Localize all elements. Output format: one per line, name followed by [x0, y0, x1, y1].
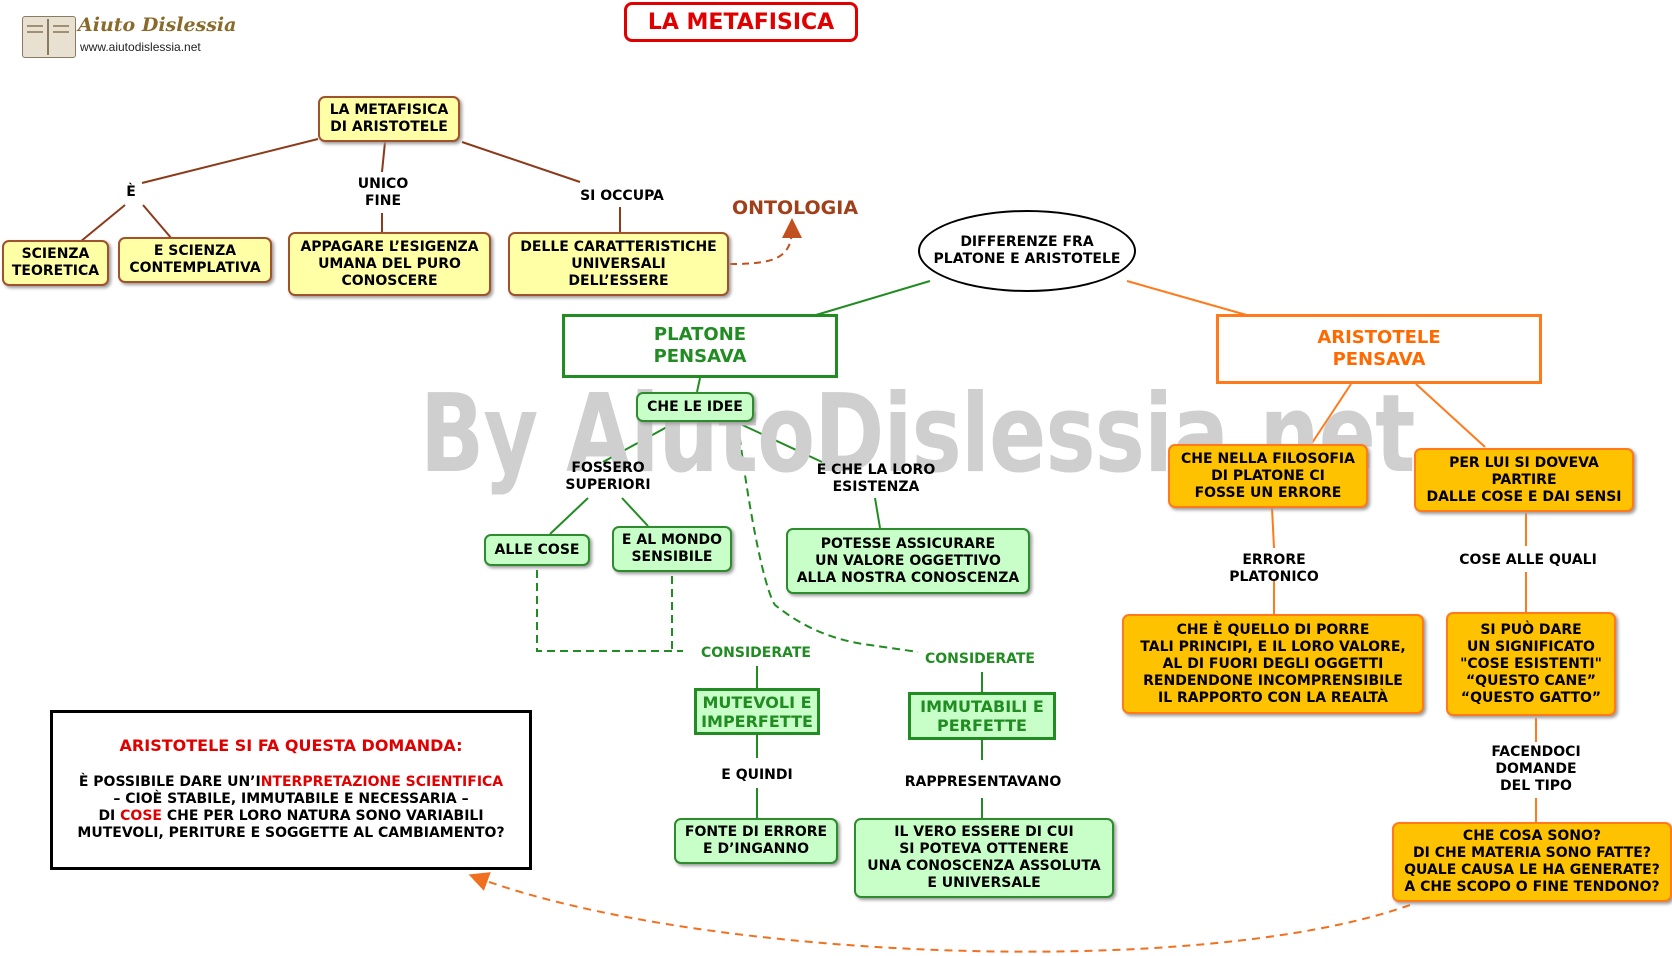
metafisica-aristotele-node: LA METAFISICA DI ARISTOTELE	[318, 96, 460, 142]
partire-dalle-cose-node: PER LUI SI DOVEVA PARTIRE DALLE COSE E D…	[1414, 448, 1634, 512]
link-label-cose-alle-quali: COSE ALLE QUALI	[1459, 552, 1597, 568]
interpretazione-scientifica-highlight: NTERPRETAZIONE SCIENTIFICA	[260, 774, 504, 790]
domanda-line-2: – CIOÈ STABILE, IMMUTABILE E NECESSARIA …	[113, 791, 469, 807]
scienza-teoretica-node: SCIENZA TEORETICA	[2, 240, 109, 286]
link-label-e-quindi: E QUINDI	[721, 767, 793, 783]
che-le-idee-node: CHE LE IDEE	[636, 392, 754, 422]
domanda-line-3: DI COSE CHE PER LORO NATURA SONO VARIABI…	[98, 808, 484, 824]
link-label-unico-fine: UNICO FINE	[357, 176, 409, 209]
considerate-label-2: CONSIDERATE	[924, 651, 1035, 667]
appagare-esigenza-node: APPAGARE L’ESIGENZA UMANA DEL PURO CONOS…	[288, 232, 491, 296]
fonte-errore-node: FONTE DI ERRORE E D’INGANNO	[674, 818, 838, 864]
ontologia-label: ONTOLOGIA	[731, 197, 859, 219]
mondo-sensibile-node: E AL MONDO SENSIBILE	[612, 526, 732, 572]
logo-url: www.aiutodislessia.net	[80, 40, 201, 54]
porre-principi-node: CHE È QUELLO DI PORRE TALI PRINCIPI, E I…	[1122, 614, 1424, 714]
domanda-line-4: MUTEVOLI, PERITURE E SOGGETTE AL CAMBIAM…	[77, 825, 505, 841]
aristotele-pensava-header: ARISTOTELE PENSAVA	[1216, 314, 1542, 384]
vero-essere-node: IL VERO ESSERE DI CUI SI POTEVA OTTENERE…	[854, 818, 1114, 898]
domande-tipo-node: CHE COSA SONO? DI CHE MATERIA SONO FATTE…	[1392, 822, 1672, 902]
domanda-heading: ARISTOTELE SI FA QUESTA DOMANDA:	[119, 736, 463, 755]
link-label-errore-platonico: ERRORE PLATONICO	[1229, 552, 1319, 585]
link-label-e: È	[126, 184, 136, 200]
platone-pensava-header: PLATONE PENSAVA	[562, 314, 838, 378]
book-icon	[22, 16, 76, 58]
alle-cose-node: ALLE COSE	[484, 534, 590, 566]
link-label-rappresentavano: RAPPRESENTAVANO	[904, 774, 1062, 790]
caratteristiche-universali-node: DELLE CARATTERISTICHE UNIVERSALI DELL’ES…	[508, 232, 729, 296]
mutevoli-imperfette-node: MUTEVOLI E IMPERFETTE	[694, 688, 820, 735]
significato-cose-esistenti-node: SI PUÒ DARE UN SIGNIFICATO "COSE ESISTEN…	[1446, 612, 1616, 716]
link-label-fossero-superiori: FOSSERO SUPERIORI	[565, 460, 651, 493]
link-label-facendoci-domande: FACENDOCI DOMANDE DEL TIPO	[1491, 744, 1581, 794]
logo[interactable]: Aiuto Dislessia www.aiutodislessia.net	[20, 12, 236, 60]
cose-highlight: COSE	[120, 808, 162, 824]
domanda-line-1: È POSSIBILE DARE UN’INTERPRETAZIONE SCIE…	[78, 774, 504, 790]
potesse-assicurare-node: POTESSE ASSICURARE UN VALORE OGGETTIVO A…	[786, 528, 1030, 594]
link-label-si-occupa: SI OCCUPA	[580, 188, 664, 204]
scienza-contemplativa-node: E SCIENZA CONTEMPLATIVA	[118, 237, 272, 283]
immutabili-perfette-node: IMMUTABILI E PERFETTE	[908, 692, 1056, 740]
differenze-ellipse: DIFFERENZE FRA PLATONE E ARISTOTELE	[918, 210, 1136, 292]
logo-name: Aiuto Dislessia	[78, 14, 237, 36]
link-label-e-che-la-loro: E CHE LA LORO ESISTENZA	[816, 462, 936, 495]
domanda-aristotele-box: ARISTOTELE SI FA QUESTA DOMANDA: È POSSI…	[50, 710, 532, 870]
page-title: LA METAFISICA	[624, 2, 858, 42]
considerate-label-1: CONSIDERATE	[700, 645, 811, 661]
filosofia-platone-errore-node: CHE NELLA FILOSOFIA DI PLATONE CI FOSSE …	[1168, 444, 1368, 508]
